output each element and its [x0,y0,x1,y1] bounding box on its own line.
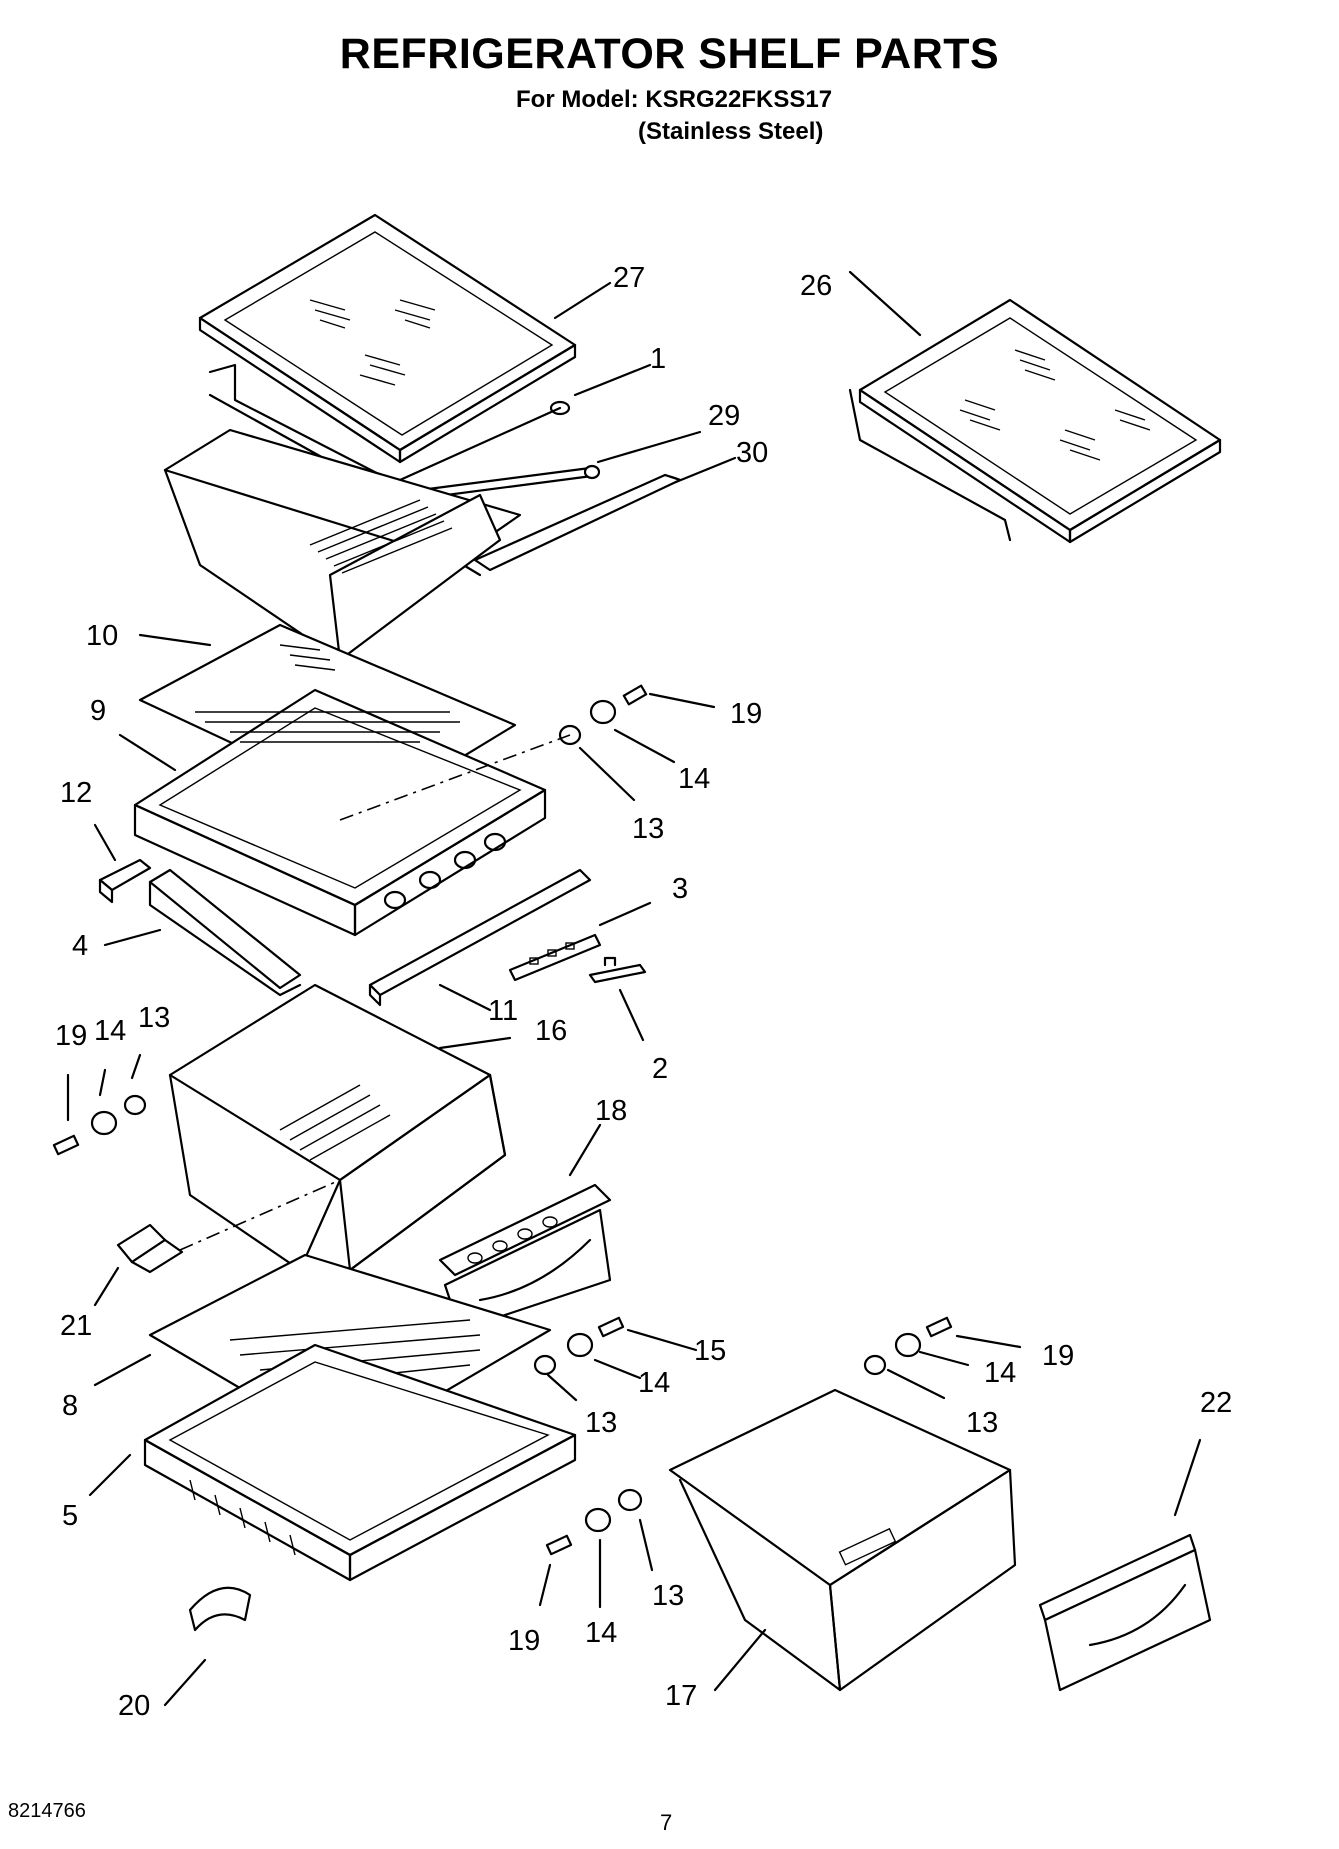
callout-19-lower: 19 [508,1625,540,1657]
callout-26: 26 [800,270,832,302]
callout-13-lower: 13 [652,1580,684,1612]
callout-19: 19 [730,698,762,730]
part-16-drawer [168,983,507,1272]
callout-30: 30 [736,437,768,469]
callout-14-mid: 14 [638,1367,670,1399]
callout-14-left: 14 [94,1015,126,1047]
callout-22: 22 [1200,1387,1232,1419]
callout-13-left: 13 [138,1002,170,1034]
callout-29: 29 [708,400,740,432]
part-21-clip [116,1223,184,1274]
callout-14-right: 14 [984,1357,1016,1389]
callout-20: 20 [118,1690,150,1722]
part-9-frame [133,688,547,937]
part-27-glass-shelf [198,213,577,487]
part-11-rail [368,868,592,1007]
callout-2: 2 [652,1053,668,1085]
fasteners-upper [558,684,648,746]
callout-13-right: 13 [966,1407,998,1439]
callout-8: 8 [62,1390,78,1422]
callout-1: 1 [650,343,666,375]
callout-19-left: 19 [55,1020,87,1052]
crisper-top-pan [163,428,522,662]
model-line: For Model: KSRG22FKSS17 [516,86,833,113]
callout-13-mid: 13 [585,1407,617,1439]
callout-16: 16 [535,1015,567,1047]
callout-10: 10 [86,620,118,652]
callout-14: 14 [678,763,710,795]
part-26-glass-shelf [848,298,1222,544]
part-3-bracket [508,933,602,982]
callout-17: 17 [665,1680,697,1712]
callout-numbers: 27 26 1 29 30 10 9 19 14 13 12 3 4 11 16… [55,262,1232,1722]
part-22-drawer-front [1038,1533,1212,1692]
document-number: 8214766 [8,1800,86,1822]
leader-lines [66,270,1202,1707]
fasteners-left [52,1094,147,1156]
fasteners-lower [545,1488,643,1556]
page-number: 7 [660,1810,673,1835]
callout-5: 5 [62,1500,78,1532]
callout-27: 27 [613,262,645,294]
part-2-clip [588,956,647,984]
part-12-bracket [98,858,152,904]
callout-3: 3 [672,873,688,905]
page-title: REFRIGERATOR SHELF PARTS [339,30,1000,78]
callout-11: 11 [488,995,518,1027]
callout-13: 13 [632,813,664,845]
part-17-drawer [668,1388,1017,1692]
fasteners-right [863,1316,953,1376]
fasteners-mid [533,1316,625,1376]
callout-14-lower: 14 [585,1617,617,1649]
callout-15: 15 [694,1335,726,1367]
callout-4: 4 [72,930,88,962]
callout-9: 9 [90,695,106,727]
finish-line: (Stainless Steel) [638,118,824,145]
callout-12: 12 [60,777,92,809]
callout-21: 21 [60,1310,92,1342]
part-20-clip [188,1586,252,1632]
part-4-rail [148,868,302,997]
callout-19-right: 19 [1042,1340,1074,1372]
part-5-frame [143,1343,577,1582]
callout-18: 18 [595,1095,627,1127]
